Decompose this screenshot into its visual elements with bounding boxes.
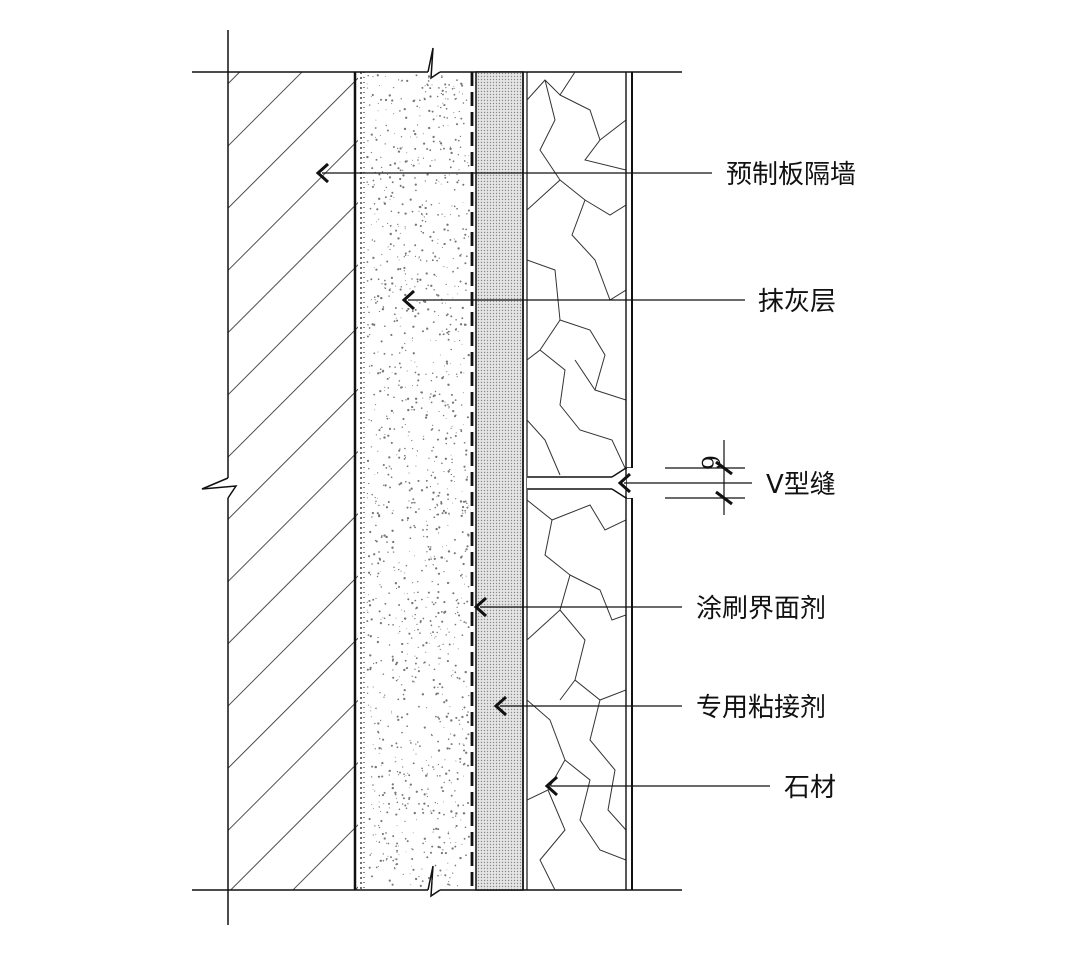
bonding-mesh [353,72,365,890]
label-plaster-layer: 抹灰层 [758,287,836,317]
adhesive-layer [475,71,528,891]
stone-panels [527,72,635,890]
label-v-joint: V型缝 [766,470,836,500]
label-partition-wall: 预制板隔墙 [726,160,856,190]
label-adhesive: 专用粘接剂 [696,693,826,723]
dimension-value: 6 [696,455,724,470]
label-stone: 石材 [784,773,836,803]
v-joint-dimension: 6 [665,440,745,515]
leaders [315,162,770,797]
label-interface-agent: 涂刷界面剂 [696,594,826,624]
plaster-layer [366,74,470,888]
labels: 预制板隔墙 抹灰层 V型缝 涂刷界面剂 专用粘接剂 石材 [696,160,856,803]
precast-partition-wall [201,30,358,925]
